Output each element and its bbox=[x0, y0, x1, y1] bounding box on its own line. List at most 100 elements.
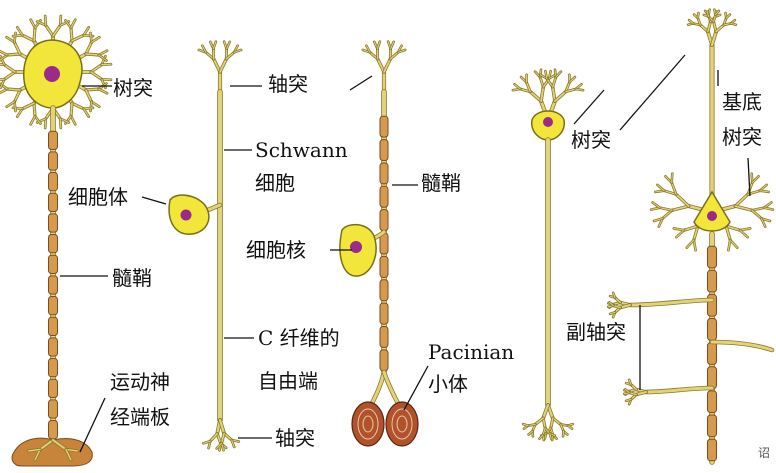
label-collateral: 副轴突 bbox=[566, 322, 626, 342]
dendrite-branch bbox=[91, 72, 102, 79]
myelin-pyramidal-segment bbox=[708, 294, 717, 316]
myelin-motor-segment bbox=[49, 338, 58, 356]
label-motor-line1: 运动神 bbox=[110, 372, 170, 392]
dendrite-branch bbox=[34, 28, 35, 41]
myelin-pacinian-segment bbox=[380, 280, 388, 301]
dendrite-branch bbox=[86, 90, 92, 102]
label-pacinian-line1: Pacinian bbox=[428, 342, 514, 362]
myelin-pacinian-segment bbox=[380, 210, 388, 231]
dendrite-branch bbox=[45, 16, 46, 25]
myelin-pacinian-segment bbox=[380, 163, 388, 184]
basal-dendrite bbox=[657, 185, 664, 191]
dendrite-branch bbox=[86, 89, 99, 90]
myelin-pyramidal-segment bbox=[708, 439, 717, 461]
terminal-branch bbox=[384, 59, 390, 72]
basal-dendrite bbox=[740, 230, 748, 237]
myelin-pyramidal-segment bbox=[708, 415, 717, 437]
leader-pacinian bbox=[404, 366, 428, 410]
dendrite-branch bbox=[22, 35, 34, 41]
terminal-branch bbox=[220, 59, 226, 72]
basal-dendrite bbox=[672, 174, 673, 183]
myelin-pacinian-segment bbox=[380, 186, 388, 207]
myelin-motor-segment bbox=[49, 317, 58, 335]
myelin-motor-segment bbox=[49, 235, 58, 253]
dendrite-branch bbox=[15, 42, 21, 54]
label-myelin-1: 髓鞘 bbox=[112, 268, 152, 288]
myelin-pyramidal-segment bbox=[708, 319, 717, 341]
terminal-branch bbox=[535, 418, 543, 424]
label-axon-top: 轴突 bbox=[268, 74, 308, 94]
dendrite-branch bbox=[4, 65, 15, 72]
basal-dendrite bbox=[735, 194, 748, 206]
nucleus-c-fiber bbox=[181, 210, 192, 221]
myelin-motor-segment bbox=[49, 152, 58, 170]
label-dendrite-4: 树突 bbox=[571, 130, 611, 150]
apical-tuft bbox=[716, 25, 724, 32]
basal-dendrite bbox=[653, 202, 660, 207]
myelin-pacinian-segment bbox=[380, 350, 388, 371]
dendrite-branch bbox=[530, 92, 541, 102]
dendrite-branch bbox=[71, 28, 72, 41]
nucleus-pacinian bbox=[350, 241, 362, 253]
label-schwann-line2: 细胞 bbox=[255, 173, 295, 193]
label-nucleus: 细胞核 bbox=[246, 240, 306, 260]
myelin-pyramidal-segment bbox=[708, 367, 717, 389]
label-cell-body: 细胞体 bbox=[68, 187, 128, 207]
dendrite-branch bbox=[4, 72, 15, 79]
myelin-motor-segment bbox=[49, 214, 58, 232]
myelin-motor-segment bbox=[49, 421, 58, 439]
label-c-fiber-line2: 自由端 bbox=[258, 371, 318, 391]
basal-dendrite bbox=[676, 194, 689, 206]
dendrite-branch bbox=[0, 79, 4, 80]
nucleus-pyramidal bbox=[707, 211, 717, 221]
label-c-fiber-line1: C 纤维的 bbox=[258, 328, 340, 348]
dendrite-branch bbox=[84, 109, 89, 117]
label-basal-line1: 基底 bbox=[722, 92, 762, 112]
basal-dendrite bbox=[663, 210, 672, 218]
label-pacinian-line2: 小体 bbox=[428, 374, 468, 394]
dendrite-branch bbox=[71, 103, 72, 116]
myelin-pyramidal-segment bbox=[708, 270, 717, 292]
dendrite-branch bbox=[555, 92, 566, 102]
dendrite-branch bbox=[7, 102, 15, 107]
basal-dendrite bbox=[687, 240, 694, 248]
myelin-motor-segment bbox=[49, 359, 58, 377]
dendrite-branch bbox=[7, 89, 20, 90]
myelin-pyramidal-segment bbox=[708, 343, 717, 365]
basal-dendrite bbox=[752, 210, 761, 218]
leader-axon-top-3 bbox=[350, 76, 372, 90]
myelin-pacinian-segment bbox=[380, 140, 388, 161]
myelin-motor-segment bbox=[49, 297, 58, 315]
myelin-motor-segment bbox=[49, 173, 58, 191]
leader-cell-body bbox=[142, 197, 166, 204]
myelin-motor-segment bbox=[49, 400, 58, 418]
dendrite-branch bbox=[60, 119, 61, 128]
myelin-pyramidal-segment bbox=[708, 391, 717, 413]
nucleus-bipolar bbox=[543, 117, 553, 127]
dendrite-branch bbox=[46, 25, 53, 36]
myelin-pacinian-segment bbox=[380, 256, 388, 277]
label-axon-bottom: 轴突 bbox=[275, 428, 315, 448]
dendrite-branch bbox=[92, 37, 100, 42]
dendrite-branch bbox=[86, 54, 99, 55]
dendrite-branch bbox=[15, 90, 21, 102]
myelin-motor-segment bbox=[49, 131, 58, 149]
dendrite-branch bbox=[86, 42, 92, 54]
myelin-motor-segment bbox=[49, 379, 58, 397]
myelin-motor-segment bbox=[49, 276, 58, 294]
dendrite-branch bbox=[53, 25, 60, 36]
leader-motor-end-plate bbox=[80, 398, 105, 452]
axon-collateral bbox=[712, 342, 772, 350]
myelin-pacinian-segment bbox=[380, 303, 388, 324]
dendrite-branch bbox=[91, 65, 102, 72]
label-basal-line2: 树突 bbox=[722, 127, 762, 147]
dendrite-branch bbox=[7, 54, 20, 55]
leader-dendrite-4 bbox=[574, 90, 604, 124]
label-schwann-line1: Schwann bbox=[255, 140, 348, 160]
label-dendrite-1: 树突 bbox=[113, 78, 153, 98]
dendrite-branch bbox=[72, 103, 84, 109]
dendrite-branch bbox=[72, 35, 84, 41]
dendrite-branch bbox=[22, 103, 34, 109]
dendrite-branch bbox=[17, 27, 22, 35]
